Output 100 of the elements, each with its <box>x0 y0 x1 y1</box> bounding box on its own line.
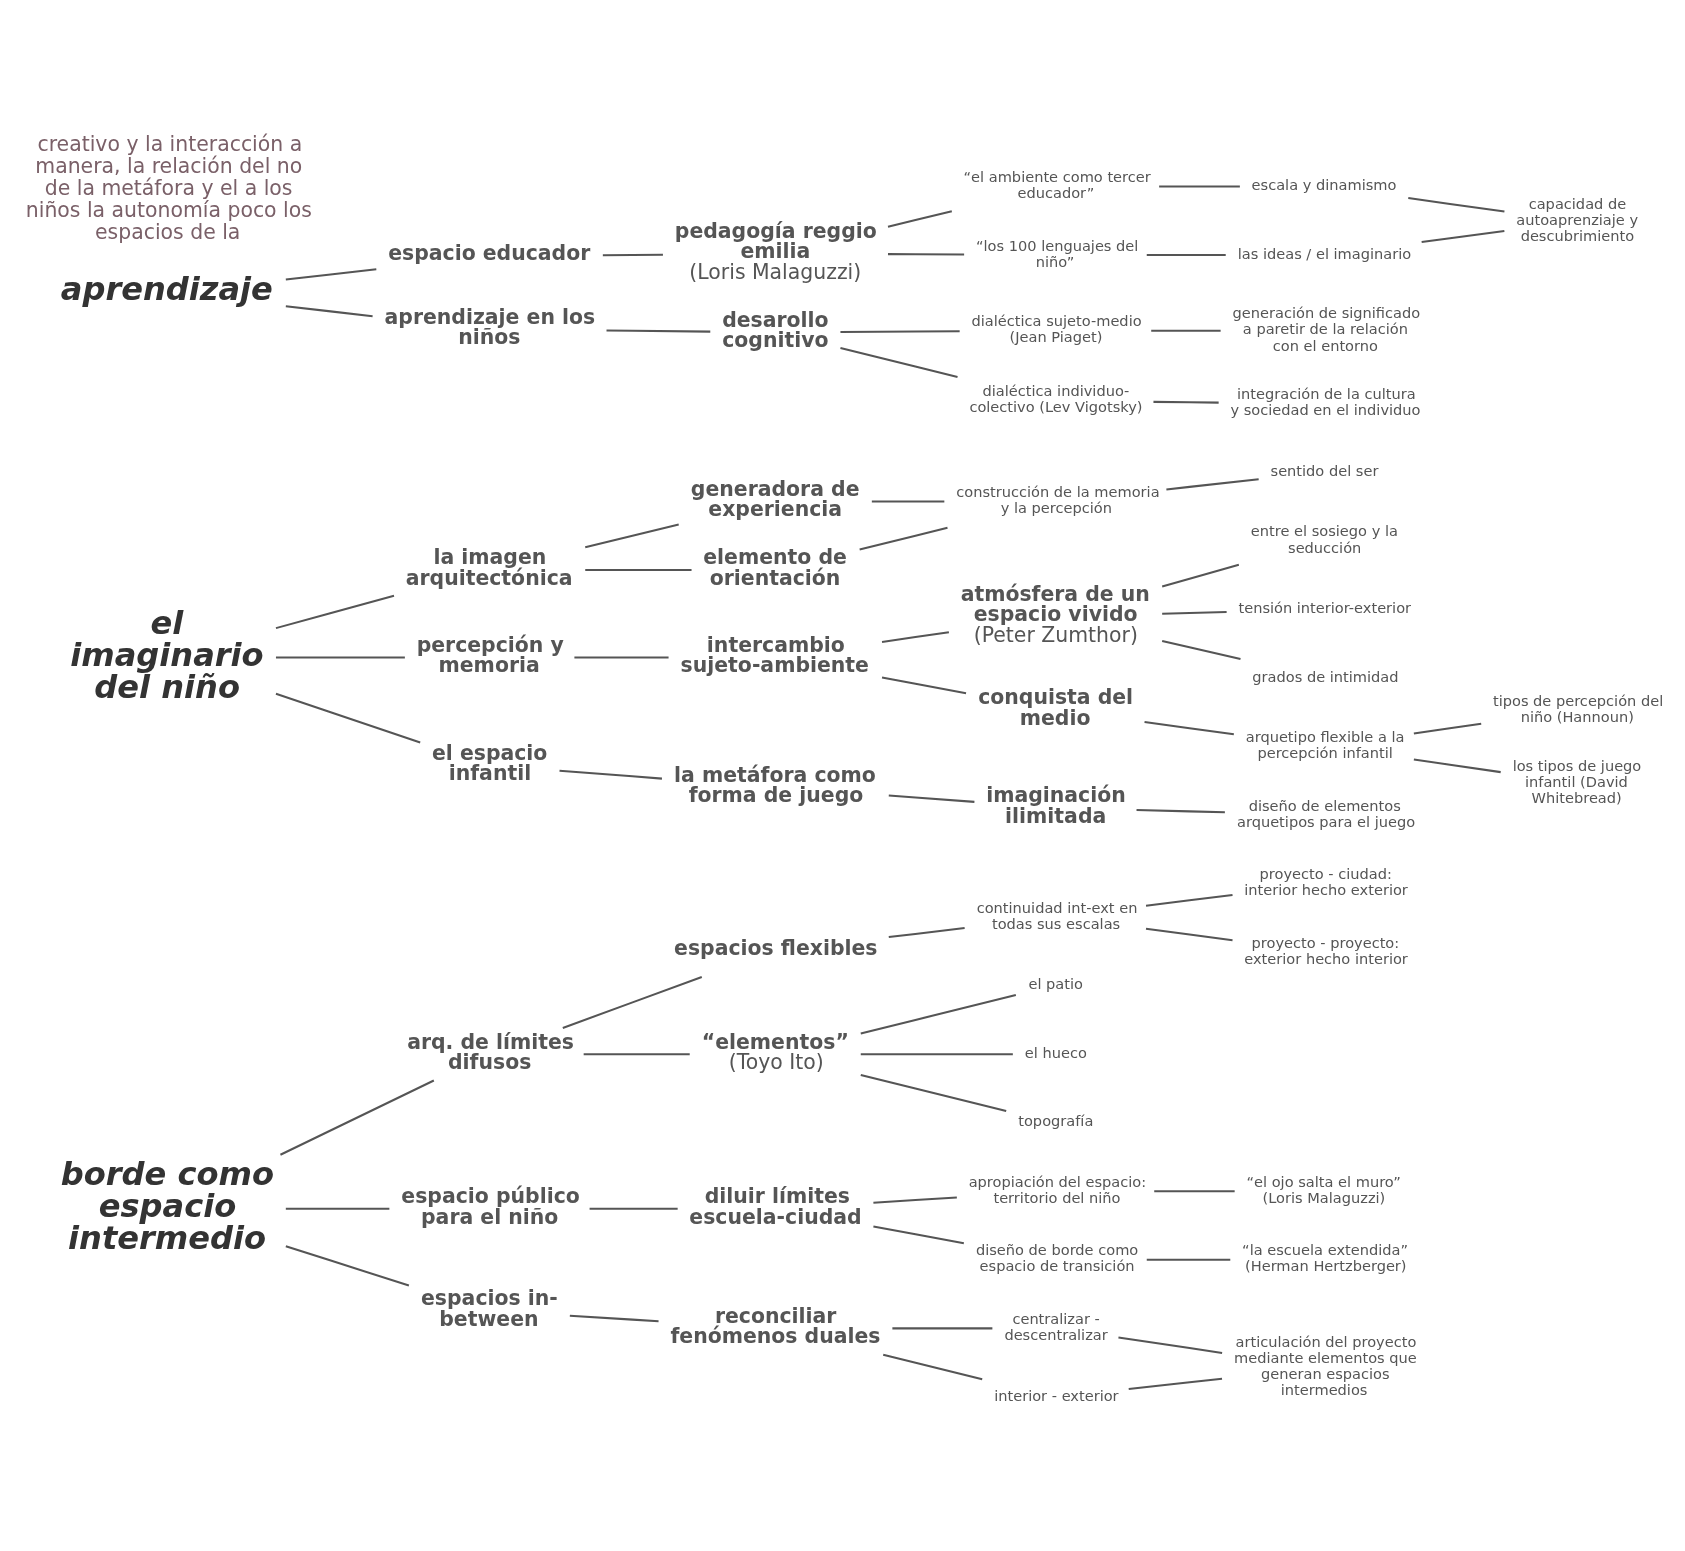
node-text: aprendizaje en los niños <box>384 304 596 349</box>
connector <box>1146 253 1226 256</box>
connector <box>888 794 975 803</box>
connector <box>882 1353 983 1380</box>
node-text: percepción y memoria <box>416 632 564 677</box>
node-text: el hueco <box>1024 1043 1087 1061</box>
node-text: “el ambiente como tercer educador” <box>963 167 1151 201</box>
connector <box>859 526 948 550</box>
node-text: el imaginario del niño <box>70 603 264 706</box>
connector <box>285 267 377 281</box>
node-text: grados de intimidad <box>1252 667 1399 685</box>
node-text: espacios flexibles <box>674 935 878 960</box>
node-text: continuidad int-ext en todas sus escalas <box>976 898 1138 932</box>
connector <box>275 594 395 629</box>
connector <box>840 329 960 333</box>
node-text: pedagogía reggio emilia (Loris Malaguzzi) <box>674 218 877 284</box>
node-text: diluir límites escuela-ciudad <box>689 1183 862 1229</box>
connector <box>1145 893 1233 907</box>
node-text: espacio educador <box>388 240 591 265</box>
node-text: generación de significado a paretir de la relación con el entorno <box>1232 303 1421 354</box>
node-text: capacidad de autoaprenziaje y descubrimiento <box>1516 194 1639 244</box>
node-text: topografía <box>1018 1111 1094 1129</box>
connector <box>1136 808 1225 813</box>
node-text: escala y dinamismo <box>1251 175 1397 193</box>
connector <box>569 1314 659 1322</box>
connector <box>1154 1189 1235 1192</box>
node-text: arquetipo flexible a la percepción infantil <box>1245 727 1405 761</box>
connector <box>285 1207 390 1210</box>
connector <box>887 209 953 228</box>
connector <box>840 346 958 378</box>
node-text: “elementos” (Toyo Ito) <box>701 1029 849 1074</box>
node-text: apropiación del espacio: territorio del niño <box>968 1172 1147 1206</box>
node-text: tensión interior-exterior <box>1238 598 1412 616</box>
node-text: articulación del proyecto mediante elementos que generan espacios intermedios <box>1234 1332 1417 1398</box>
node-text: el patio <box>1028 974 1083 992</box>
connector <box>585 523 679 548</box>
connector <box>583 1052 690 1055</box>
connector <box>873 1225 965 1244</box>
connector <box>559 769 663 780</box>
node-text: proyecto - ciudad: interior hecho exterior <box>1244 864 1408 898</box>
connector <box>1161 563 1240 588</box>
node-text: sentido del ser <box>1270 461 1379 479</box>
connector <box>860 993 1017 1034</box>
connector <box>888 926 965 938</box>
node-text: desarollo cognitivo <box>722 307 829 352</box>
node-text: reconciliar fenómenos duales <box>670 1303 881 1348</box>
node-text: espacios in-between <box>421 1285 558 1331</box>
connector <box>881 675 967 694</box>
connector <box>285 1244 410 1287</box>
connector <box>1166 477 1259 490</box>
node-text: la imagen arquitectónica <box>405 544 573 590</box>
node-text: borde como espacio intermedio <box>60 1154 275 1257</box>
node-text: arq. de límites difusos <box>407 1029 575 1074</box>
node-text: la metáfora como forma de juego <box>674 762 876 807</box>
node-text: centralizar - descentralizar <box>1004 1309 1108 1343</box>
connector <box>1145 927 1233 941</box>
connector <box>585 568 692 571</box>
node-text: diseño de borde como espacio de transición <box>975 1240 1139 1274</box>
node-text: dialéctica sujeto-medio (Jean Piaget) <box>971 311 1142 345</box>
node-text: los tipos de juego infantil (David Whitebread) <box>1512 756 1642 806</box>
connector <box>860 1052 1013 1055</box>
node-text: el espacio infantil <box>431 740 548 785</box>
connector <box>1151 329 1221 332</box>
node-text: entre el sosiego y la seducción <box>1250 521 1398 555</box>
connector <box>888 252 965 256</box>
connector <box>275 692 421 743</box>
connector <box>860 1073 1007 1112</box>
node-text: interior - exterior <box>994 1386 1119 1404</box>
connector <box>1413 757 1501 773</box>
node-text: “el ojo salta el muro” (Loris Malaguzzi) <box>1246 1172 1401 1206</box>
connector <box>280 1079 435 1156</box>
node-text: espacio público para el niño <box>401 1183 580 1229</box>
node-text: dialéctica individuo-colectivo (Lev Vigotsky) <box>969 381 1143 415</box>
node-text: “los 100 lenguajes del niño” <box>975 236 1139 270</box>
connector <box>1413 722 1482 735</box>
connector <box>1128 1377 1223 1390</box>
node-text: las ideas / el imaginario <box>1237 244 1412 262</box>
node-text: tipos de percepción del niño (Hannoun) <box>1492 691 1664 725</box>
connector <box>1153 400 1219 404</box>
connector <box>275 656 405 658</box>
connector <box>1118 1336 1223 1354</box>
node-text: conquista del medio <box>978 684 1134 730</box>
connector <box>1162 610 1227 615</box>
connector <box>892 1326 993 1329</box>
connector <box>574 656 669 658</box>
node-text: generadora de experiencia <box>690 476 860 521</box>
node-text: integración de la cultura y sociedad en el individuo <box>1230 384 1421 418</box>
node-text: atmósfera de un espacio vivido (Peter Zumthor) <box>960 581 1150 647</box>
connector <box>1146 1258 1231 1261</box>
connector <box>1161 639 1241 660</box>
connector <box>589 1207 678 1210</box>
connector <box>1144 720 1234 735</box>
connector <box>1421 229 1505 243</box>
node-text: aprendizaje <box>60 269 273 308</box>
node-text: elemento de orientación <box>703 544 847 590</box>
connector <box>602 253 663 256</box>
connector <box>1159 184 1240 187</box>
node-text: construcción de la memoria y la percepción <box>956 482 1160 516</box>
node-text: proyecto - proyecto: exterior hecho interior <box>1244 933 1408 967</box>
connector <box>1408 196 1505 213</box>
